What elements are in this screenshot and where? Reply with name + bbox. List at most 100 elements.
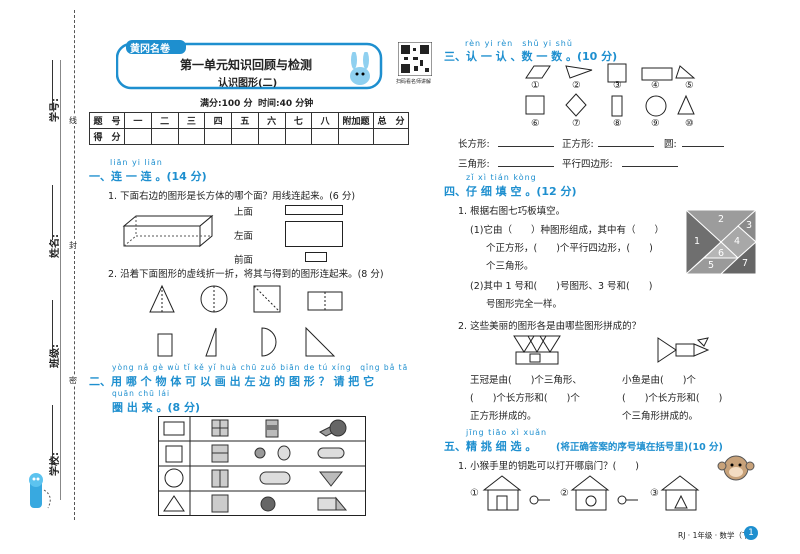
score-cell: 二 — [150, 112, 179, 129]
face-shape-big-rect[interactable] — [285, 221, 343, 247]
triangle-answer[interactable] — [498, 166, 554, 167]
face-shape-small-rect[interactable] — [305, 252, 327, 262]
option-2[interactable]: ② — [560, 488, 569, 499]
score-input-cell[interactable] — [284, 128, 313, 145]
section3-shapes — [525, 63, 696, 117]
score-input-cell[interactable] — [177, 128, 206, 145]
section4-pinyin: zǐ xì tián kòng — [466, 173, 537, 182]
section4-q1-1a: (1)它由（ ）种图形组成，其中有（ ） — [470, 225, 664, 236]
shape-number-2: ② — [572, 80, 581, 91]
score-input-cell[interactable] — [257, 128, 286, 145]
tangram-num-5: 5 — [708, 260, 715, 271]
qr-code-icon — [398, 42, 432, 76]
crown-text-a: 王冠是由( )个三角形、 — [470, 375, 582, 386]
rabbit-mascot-icon — [350, 52, 370, 85]
page-number: 1 — [744, 526, 758, 540]
score-input-cell[interactable] — [150, 128, 179, 145]
square-answer[interactable] — [598, 146, 654, 147]
score-row-label: 得 分 — [89, 128, 125, 145]
full-score: 满分:100 分 — [200, 99, 253, 109]
fish-text-c: 个三角形拼成的。 — [622, 411, 699, 422]
tangram-num-2: 2 — [718, 214, 725, 225]
triangle-label: 三角形: — [458, 159, 490, 170]
shape-number-6: ⑥ — [531, 118, 540, 129]
student-id-field[interactable] — [52, 60, 54, 110]
tangram-num-4: 4 — [734, 236, 741, 247]
fish-text-b: ( )个长方形和( ) — [622, 393, 723, 404]
option-3[interactable]: ③ — [650, 488, 659, 499]
page-title: 第一单元知识回顾与检测 — [180, 58, 313, 72]
house-3-icon — [660, 475, 700, 511]
binding-mark-mi: 密 — [69, 375, 77, 386]
shape-number-3: ③ — [613, 80, 622, 91]
section2-pinyin1: yòng nǎ gè wù tǐ kě yǐ huà chū zuǒ biān … — [112, 363, 409, 372]
shape-number-7: ⑦ — [572, 118, 581, 129]
key-icon — [529, 495, 550, 505]
monkey-icon — [717, 455, 755, 481]
can-icon — [265, 419, 279, 438]
square-label: 正方形: — [562, 139, 594, 150]
circle-label: 圆: — [664, 139, 677, 150]
circle-answer[interactable] — [682, 146, 724, 147]
score-cell: 一 — [124, 112, 152, 129]
section2-title2: 圈 出 来 。(8 分) — [112, 401, 201, 414]
section5-pinyin: jīng tiāo xì xuǎn — [466, 428, 548, 437]
shape-number-9: ⑨ — [651, 118, 660, 129]
section2-title1: 二、用 哪 个 物 体 可 以 画 出 左 边 的 图 形 ？ 请 把 它 — [89, 375, 375, 388]
tangram-num-3: 3 — [746, 220, 753, 231]
tangram-num-1: 1 — [694, 236, 701, 247]
house-options — [482, 475, 700, 511]
qr-caption: 扫码看名师讲解 — [396, 79, 432, 85]
fish-figure — [657, 337, 710, 363]
score-cell: 七 — [284, 112, 313, 129]
score-cell: 五 — [231, 112, 259, 129]
footer-text: RJ · 1年级 · 数学（下） — [678, 531, 757, 540]
cuboid-figure — [122, 214, 214, 248]
brand-logo: 黄冈名卷 — [130, 44, 170, 55]
section3-title: 三、认 一 认 、数 一 数 。(10 分) — [444, 50, 618, 63]
score-input-cell[interactable] — [204, 128, 232, 145]
parallelogram-label: 平行四边形: — [562, 159, 613, 170]
binding-dashed-line — [74, 10, 75, 520]
section4-q1-1c: 个三角形。 — [486, 261, 534, 272]
shape-number-4: ④ — [651, 80, 660, 91]
house-2-icon — [570, 475, 610, 511]
section5-q1: 1. 小猴手里的钥匙可以打开哪扇门？( ) — [458, 461, 639, 472]
score-input-cell[interactable] — [311, 128, 339, 145]
score-table-score-row: 得 分 — [89, 128, 409, 145]
fish-text-a: 小鱼是由( )个 — [622, 375, 696, 386]
tangram-num-6: 6 — [718, 248, 725, 259]
score-table-header-row: 题 号 一 二 三 四 五 六 七 八 附加题 总 分 — [89, 112, 409, 129]
score-cell: 三 — [177, 112, 206, 129]
section3-pinyin: rèn yi rèn shǔ yi shǔ — [465, 39, 573, 48]
binding-mark-xian: 线 — [69, 115, 77, 126]
key-icon — [617, 495, 638, 505]
score-input-cell[interactable] — [338, 128, 374, 145]
section4-q1-1b: 个正方形，( )个平行四边形，( ) — [486, 243, 653, 254]
class-field[interactable] — [52, 300, 54, 355]
shape-number-5: ⑤ — [685, 80, 694, 91]
page-subtitle: 认识图形(二) — [218, 78, 278, 89]
score-cell: 六 — [257, 112, 286, 129]
rect-answer[interactable] — [498, 146, 554, 147]
tangram-num-7: 7 — [742, 258, 749, 269]
score-input-cell[interactable] — [124, 128, 152, 145]
section1-pinyin: liān yi liān — [110, 158, 163, 167]
score-input-cell[interactable] — [373, 128, 409, 145]
section1-q2: 2. 沿着下面图形的虚线折一折，将其与得到的图形连起来。(8 分) — [108, 269, 384, 280]
section1-title: 一、连 一 连 。(14 分) — [89, 170, 207, 183]
score-input-cell[interactable] — [231, 128, 259, 145]
score-table: 题 号 一 二 三 四 五 六 七 八 附加题 总 分 得 分 — [89, 112, 409, 145]
section4-q1: 1. 根据右图七巧板填空。 — [458, 206, 566, 217]
house-1-icon — [482, 475, 522, 511]
face-shape-thin-rect[interactable] — [285, 205, 343, 215]
shape-number-10: ⑩ — [685, 118, 694, 129]
student-name-field[interactable] — [52, 185, 54, 240]
binding-mark-feng: 封 — [69, 240, 77, 251]
option-1[interactable]: ① — [470, 488, 479, 499]
section5-note: (将正确答案的序号填在括号里)(10 分) — [556, 442, 723, 453]
parallelogram-answer[interactable] — [622, 166, 678, 167]
school-field[interactable] — [52, 405, 54, 465]
score-cell: 附加题 — [338, 112, 374, 129]
binding-solid-line — [60, 60, 61, 500]
